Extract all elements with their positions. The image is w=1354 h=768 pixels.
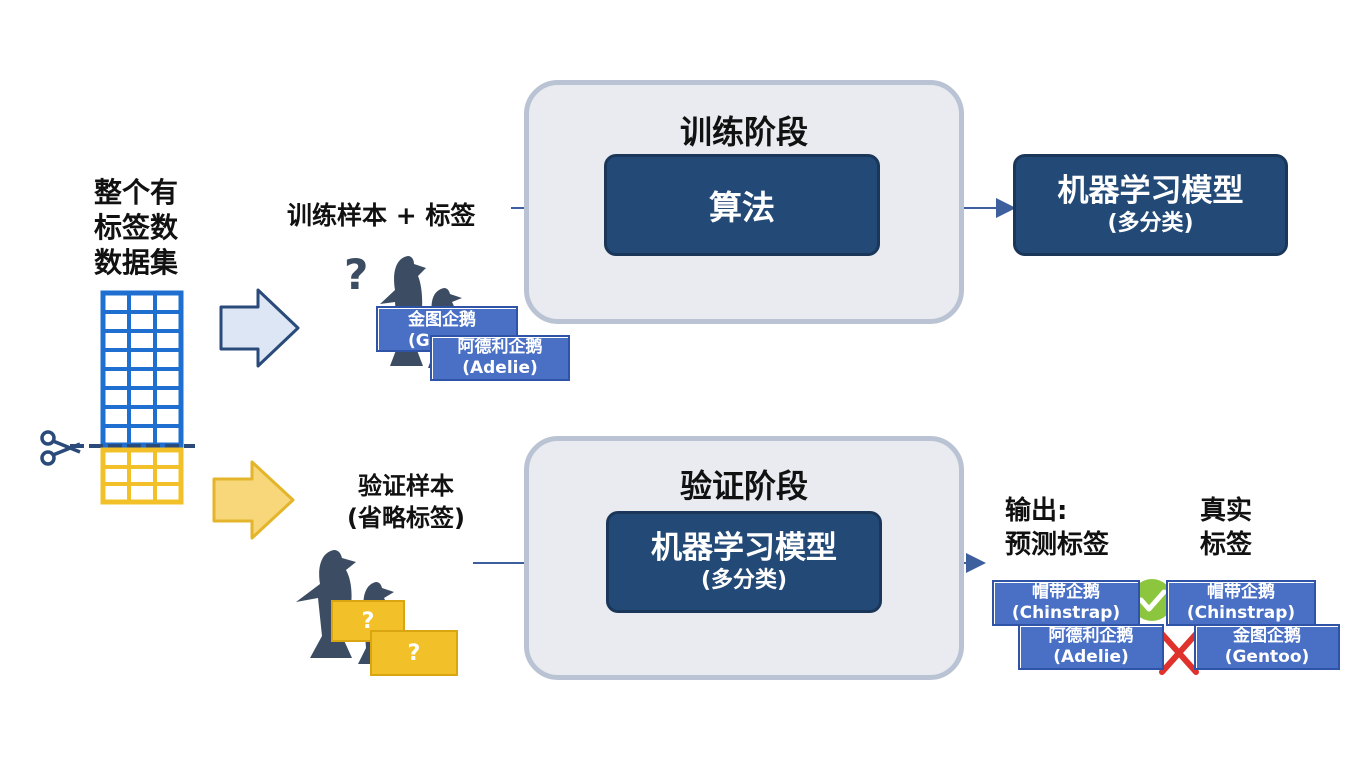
- truth-tag-chinstrap-name: 帽带企鹅: [1207, 582, 1275, 602]
- validation-data-grid: [100, 447, 184, 505]
- training-block-arrow: [219, 288, 300, 368]
- training-tag-adelie-name: 阿德利企鹅: [457, 337, 543, 357]
- unknown-question-mark: ?: [344, 250, 369, 299]
- algorithm-label: 算法: [709, 188, 775, 227]
- correct-check-icon: [1131, 579, 1173, 621]
- predicted-tag-adelie-sub: (Adelie): [1053, 647, 1129, 667]
- training-tag-gentoo-name: 金图企鹅: [408, 310, 476, 330]
- truth-label-line-1: 真实: [1200, 496, 1253, 526]
- truth-tag-gentoo-sub: (Gentoo): [1224, 647, 1310, 667]
- dataset-title-line-3: 数据集: [94, 246, 179, 279]
- training-tag-adelie-sub: (Adelie): [462, 358, 538, 378]
- validation-input-label: 验证样本 (省略标签): [336, 470, 476, 534]
- predicted-tag-chinstrap-name: 帽带企鹅: [1032, 582, 1100, 602]
- truth-tag-gentoo: 金图企鹅 (Gentoo): [1194, 624, 1340, 670]
- training-data-grid: [100, 290, 184, 448]
- output-label-line-1: 输出:: [1005, 496, 1068, 526]
- validation-input-line-1: 验证样本: [358, 472, 454, 500]
- trained-model-title: 机器学习模型: [1057, 173, 1244, 209]
- incorrect-cross-icon: [1159, 631, 1199, 675]
- predicted-tag-chinstrap-sub: (Chinstrap): [1011, 603, 1121, 623]
- truth-tag-chinstrap: 帽带企鹅 (Chinstrap): [1166, 580, 1316, 626]
- training-phase-title: 训练阶段: [679, 113, 808, 151]
- trained-model-subtitle: (多分类): [1107, 211, 1194, 236]
- dataset-title-line-1: 整个有: [94, 176, 179, 209]
- algorithm-box: 算法: [604, 154, 880, 256]
- scissors-icon: [40, 430, 81, 466]
- truth-tag-chinstrap-sub: (Chinstrap): [1186, 603, 1296, 623]
- validation-unknown-tag-2: ?: [370, 630, 458, 676]
- truth-tag-gentoo-name: 金图企鹅: [1233, 626, 1301, 646]
- validation-input-line-2: (省略标签): [347, 504, 465, 532]
- dataset-title-line-2: 标签数: [94, 211, 179, 244]
- training-tag-adelie: 阿德利企鹅 (Adelie): [430, 335, 570, 381]
- training-input-label: 训练样本 + 标签: [287, 201, 476, 230]
- validation-model-box: 机器学习模型 (多分类): [606, 511, 882, 613]
- output-label-line-2: 预测标签: [1005, 530, 1110, 560]
- validation-model-subtitle: (多分类): [700, 568, 788, 593]
- validation-model-title: 机器学习模型: [651, 530, 837, 566]
- trained-model-box: 机器学习模型 (多分类): [1013, 154, 1288, 256]
- dataset-title: 整个有 标签数 数据集: [94, 175, 204, 280]
- training-tag-gentoo-sub: (G: [408, 331, 430, 351]
- predicted-tag-adelie: 阿德利企鹅 (Adelie): [1018, 624, 1164, 670]
- validation-phase-title: 验证阶段: [679, 467, 808, 505]
- predicted-tag-chinstrap: 帽带企鹅 (Chinstrap): [992, 580, 1140, 626]
- truth-label: 真实 标签: [1200, 494, 1252, 562]
- predicted-tag-adelie-name: 阿德利企鹅: [1048, 626, 1134, 646]
- output-label: 输出: 预测标签: [1005, 494, 1109, 562]
- validation-block-arrow: [212, 460, 295, 540]
- truth-label-line-2: 标签: [1200, 530, 1253, 560]
